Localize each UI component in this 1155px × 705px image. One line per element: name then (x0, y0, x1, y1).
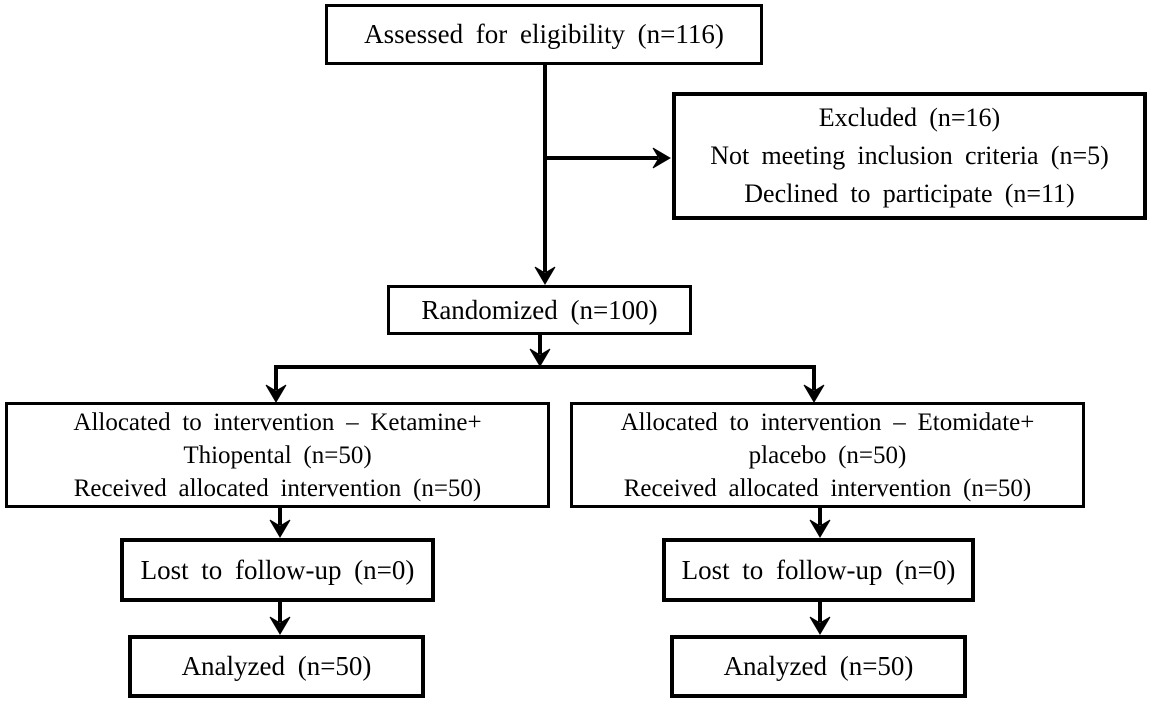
alloc-left-line-2: Thiopental (n=50) (183, 441, 372, 469)
arrowhead-into-splitbar (529, 348, 551, 367)
analyzed-right-label: Analyzed (n=50) (723, 651, 914, 682)
alloc-left-line-1: Allocated to intervention – Ketamine+ (73, 408, 482, 436)
randomized-label: Randomized (n=100) (421, 294, 658, 325)
box-excluded: Excluded (n=16) Not meeting inclusion cr… (672, 92, 1147, 220)
box-allocation-etomidate-placebo: Allocated to intervention – Etomidate+ p… (570, 402, 1085, 508)
lost-left-label: Lost to follow-up (n=0) (140, 554, 415, 585)
analyzed-left-label: Analyzed (n=50) (181, 651, 372, 682)
arrowhead-into-alloc-right (803, 384, 825, 403)
box-allocation-ketamine-thiopental: Allocated to intervention – Ketamine+ Th… (5, 402, 550, 508)
arrowhead-into-lost-right (809, 519, 831, 538)
box-lost-to-follow-up-left: Lost to follow-up (n=0) (120, 538, 435, 602)
excluded-line-declined: Declined to participate (n=11) (744, 178, 1075, 208)
alloc-right-line-2: placebo (n=50) (748, 441, 907, 469)
assessed-label: Assessed for eligibility (n=116) (364, 19, 724, 50)
arrowhead-into-alloc-left (265, 384, 287, 403)
box-analyzed-right: Analyzed (n=50) (670, 635, 967, 698)
arrowhead-into-analyzed-right (809, 616, 831, 635)
excluded-line-criteria: Not meeting inclusion criteria (n=5) (710, 141, 1109, 171)
box-lost-to-follow-up-right: Lost to follow-up (n=0) (662, 538, 975, 602)
arrowhead-into-randomized (534, 266, 556, 285)
arrowhead-into-lost-left (269, 519, 291, 538)
alloc-left-line-3: Received allocated intervention (n=50) (73, 474, 482, 502)
box-assessed-for-eligibility: Assessed for eligibility (n=116) (325, 4, 763, 65)
excluded-line-total: Excluded (n=16) (818, 103, 1001, 133)
box-randomized: Randomized (n=100) (387, 285, 692, 335)
alloc-right-line-1: Allocated to intervention – Etomidate+ (620, 408, 1035, 436)
arrowhead-into-excluded (652, 147, 671, 169)
lost-right-label: Lost to follow-up (n=0) (681, 554, 956, 585)
alloc-right-line-3: Received allocated intervention (n=50) (623, 474, 1032, 502)
arrowhead-into-analyzed-left (269, 616, 291, 635)
box-analyzed-left: Analyzed (n=50) (128, 635, 425, 698)
